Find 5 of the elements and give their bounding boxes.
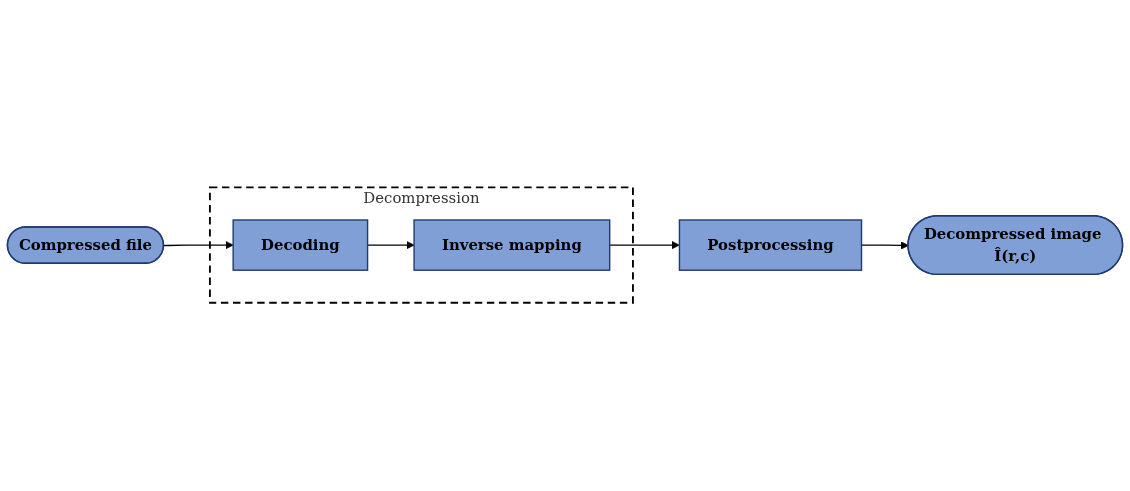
node-box: Decoding (232, 219, 369, 272)
node-box: Inverse mapping (413, 219, 611, 272)
arrow (163, 241, 234, 250)
arrow (609, 241, 680, 250)
node-box: Postprocessing (678, 219, 863, 272)
